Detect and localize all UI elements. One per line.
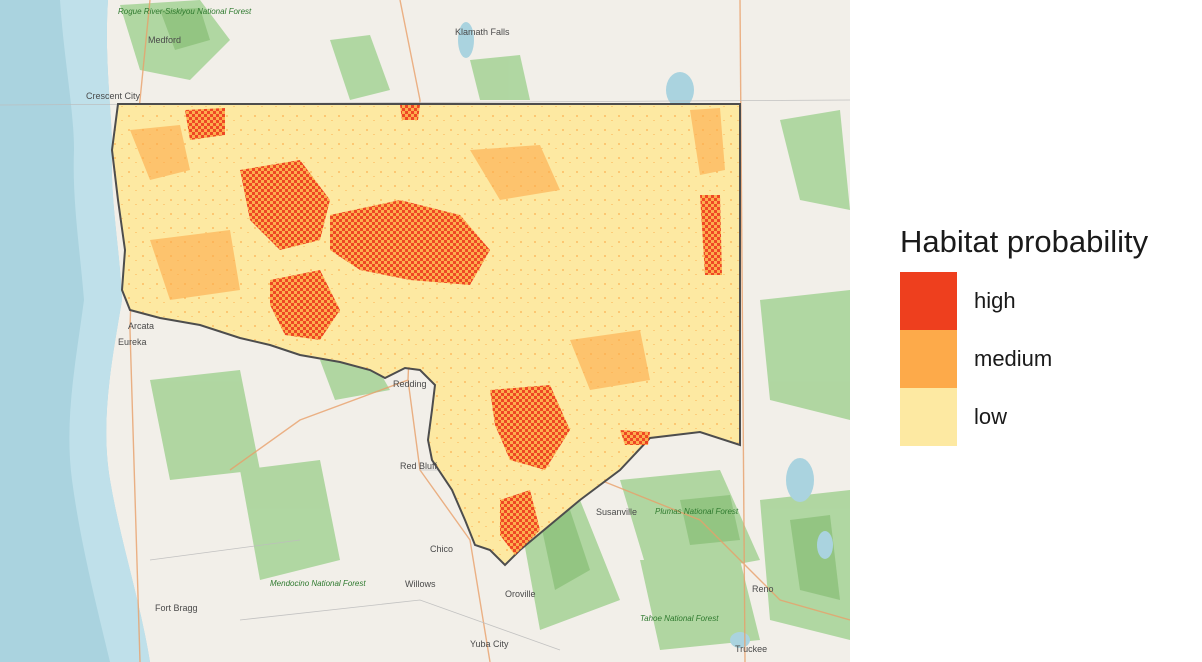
legend-items: high medium low <box>900 272 1200 446</box>
map-label-arcata: Arcata <box>128 321 155 331</box>
map-label-tahoe: Tahoe National Forest <box>640 614 719 623</box>
map-label-fort-bragg: Fort Bragg <box>155 603 198 613</box>
legend-swatch-medium <box>900 330 957 388</box>
map-canvas <box>0 0 850 662</box>
coastal-shelf <box>60 0 150 662</box>
legend-item-high: high <box>900 272 1200 330</box>
map-label-klamath-falls: Klamath Falls <box>455 27 510 37</box>
legend: Habitat probability high medium low <box>900 222 1200 446</box>
map-label-truckee: Truckee <box>735 644 768 654</box>
map-label-rogue-river: Rogue River-Siskiyou National Forest <box>118 7 252 16</box>
lakes <box>458 22 833 648</box>
legend-title: Habitat probability <box>900 224 1149 259</box>
habitat-hotspots <box>185 105 722 555</box>
habitat-medium <box>130 108 725 390</box>
legend-item-medium: medium <box>900 330 1200 388</box>
legend-swatch-high <box>900 272 957 330</box>
forest-areas-dark <box>160 8 840 600</box>
legend-item-low: low <box>900 388 1200 446</box>
map-label-susanville: Susanville <box>596 507 638 517</box>
basemap[interactable]: Rogue River-Siskiyou National Forest Kla… <box>0 0 850 662</box>
map-label-red-bluff: Red Bluff <box>400 461 437 471</box>
map-label-redding: Redding <box>393 379 427 389</box>
legend-label-medium: medium <box>974 346 1053 371</box>
map-label-chico: Chico <box>430 544 454 554</box>
map-label-reno: Reno <box>752 584 774 594</box>
map-label-eureka: Eureka <box>118 337 147 347</box>
legend-label-high: high <box>974 288 1016 313</box>
map-label-plumas: Plumas National Forest <box>655 507 739 516</box>
legend-swatch-low <box>900 388 957 446</box>
map-label-crescent-city: Crescent City <box>86 91 141 101</box>
map-label-yuba-city: Yuba City <box>470 639 509 649</box>
map-label-oroville: Oroville <box>505 589 536 599</box>
map-label-medford: Medford <box>148 35 182 45</box>
legend-label-low: low <box>974 404 1008 429</box>
forest-areas <box>120 0 850 650</box>
map-label-mendocino: Mendocino National Forest <box>270 579 366 588</box>
map-label-willows: Willows <box>405 579 436 589</box>
